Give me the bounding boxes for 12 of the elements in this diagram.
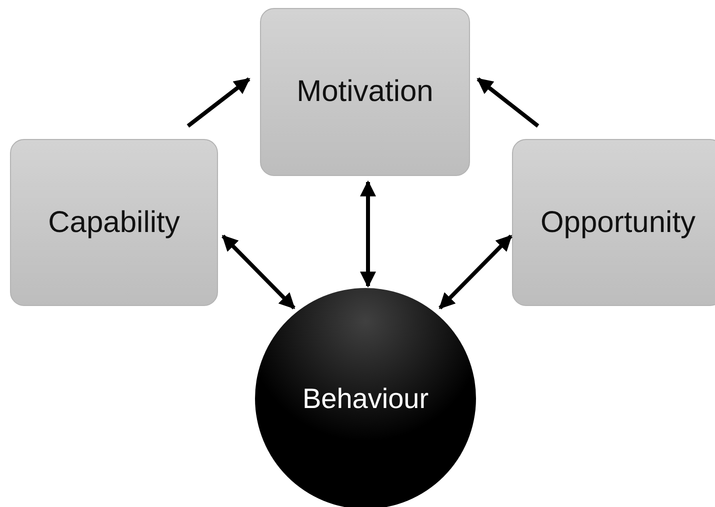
rounded-box [10, 139, 218, 306]
rounded-box [512, 139, 715, 306]
node-label: Behaviour [302, 382, 429, 414]
arrow [186, 77, 250, 128]
node-label: Motivation [296, 75, 434, 109]
rounded-box [260, 8, 470, 176]
double-arrow [360, 180, 376, 288]
node-label: Opportunity [540, 206, 696, 240]
double-arrow [222, 234, 296, 310]
double-arrow [438, 234, 512, 310]
arrow [476, 77, 540, 128]
node-label: Capability [48, 206, 180, 240]
